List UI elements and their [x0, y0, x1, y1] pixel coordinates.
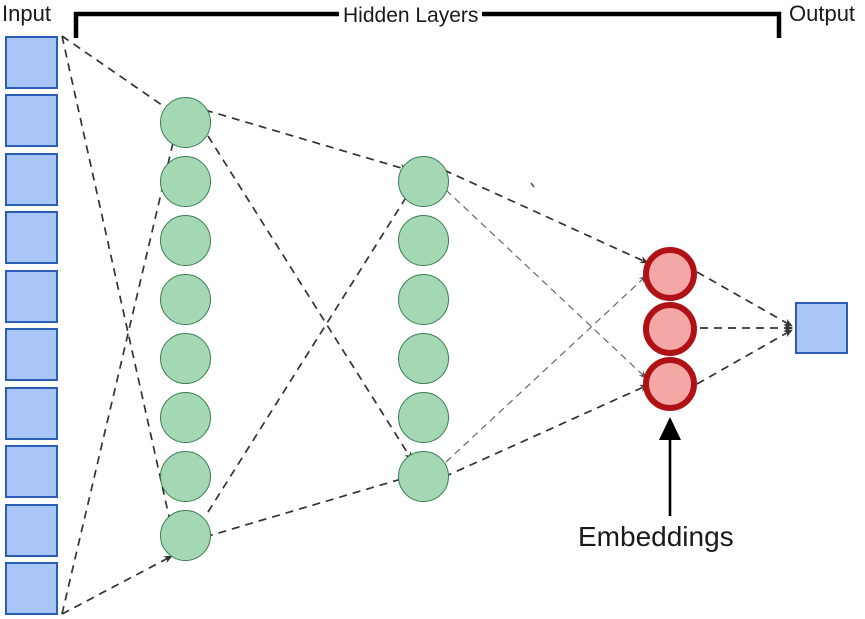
- hidden-layer-1-node[interactable]: [160, 274, 211, 325]
- hidden-layer-1-node[interactable]: [160, 510, 211, 561]
- input-block[interactable]: [5, 504, 58, 557]
- stray-mark: [530, 182, 535, 188]
- input-block[interactable]: [5, 387, 58, 440]
- hidden-layer-2-node[interactable]: [398, 451, 449, 502]
- embeddings-label: Embeddings: [578, 521, 734, 552]
- hidden-layer-2-node[interactable]: [398, 392, 449, 443]
- output-label: Output: [789, 1, 856, 26]
- hidden-layer-2-node[interactable]: [398, 274, 449, 325]
- input-block[interactable]: [5, 270, 58, 323]
- edges-embeddings-to-output: [696, 271, 793, 385]
- edges-hidden2-to-embeddings: [443, 169, 649, 478]
- hidden-layer-1-node[interactable]: [160, 451, 211, 502]
- input-block[interactable]: [5, 328, 58, 381]
- hidden-layer-1-node[interactable]: [160, 215, 211, 266]
- embedding-node[interactable]: [643, 247, 697, 301]
- edges-hidden1-to-hidden2: [204, 109, 413, 538]
- hidden-layers-label: Hidden Layers: [339, 5, 483, 26]
- edges-hidden2-to-embeddings-thin: [445, 189, 647, 463]
- input-block[interactable]: [5, 94, 58, 147]
- embedding-node[interactable]: [643, 357, 697, 411]
- edges-input-to-hidden1: [61, 35, 178, 615]
- input-label: Input: [2, 1, 51, 26]
- input-block[interactable]: [5, 153, 58, 206]
- hidden-layer-1-node[interactable]: [160, 97, 211, 148]
- hidden-layer-1-node[interactable]: [160, 392, 211, 443]
- embedding-node[interactable]: [643, 302, 697, 356]
- input-block[interactable]: [5, 445, 58, 498]
- hidden-layer-1-node[interactable]: [160, 333, 211, 384]
- input-block[interactable]: [5, 562, 58, 615]
- embeddings-callout-arrow: [659, 417, 681, 516]
- hidden-layer-1-node[interactable]: [160, 156, 211, 207]
- input-block[interactable]: [5, 211, 58, 264]
- input-block[interactable]: [5, 36, 58, 89]
- output-block[interactable]: [795, 302, 848, 354]
- hidden-layer-2-node[interactable]: [398, 215, 449, 266]
- hidden-layer-2-node[interactable]: [398, 156, 449, 207]
- hidden-layer-2-node[interactable]: [398, 333, 449, 384]
